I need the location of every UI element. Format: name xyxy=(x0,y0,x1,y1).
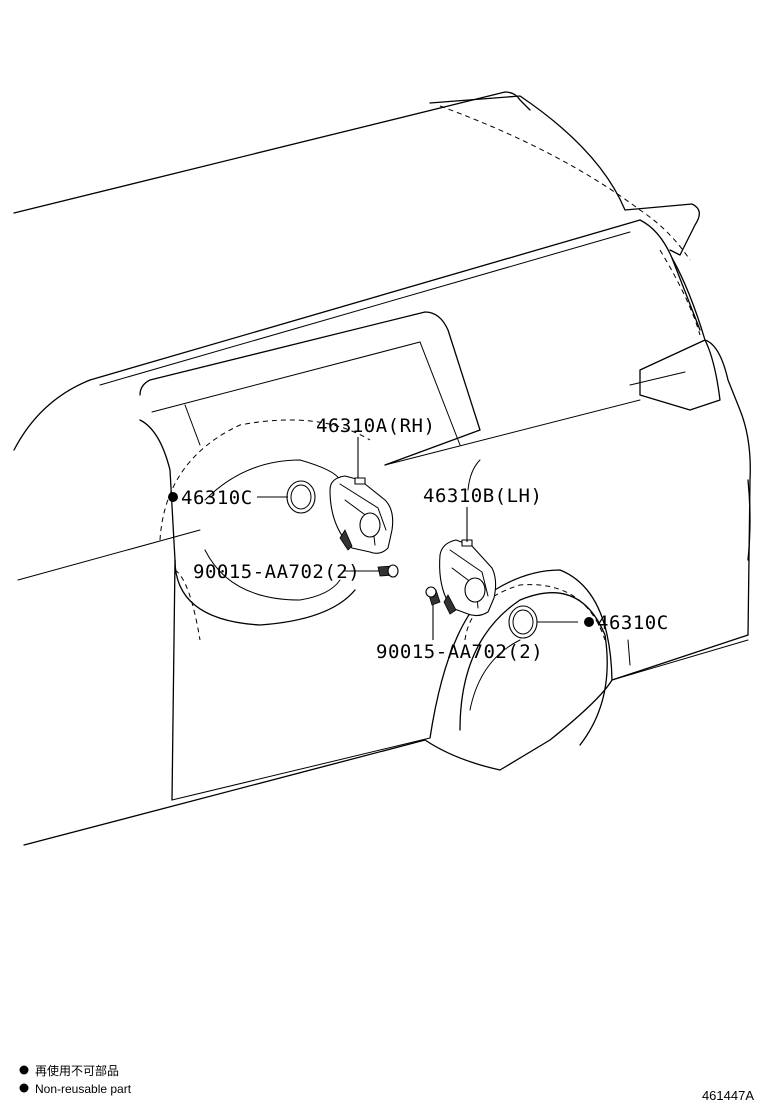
rear-pillar-dashed xyxy=(659,249,701,336)
lower-body-line xyxy=(171,737,431,801)
callout-bolt-upper: 90015-AA702(2) xyxy=(193,561,360,583)
left-wheel-well-lower xyxy=(204,549,341,601)
window-divider xyxy=(184,404,201,446)
roof-line xyxy=(13,91,531,214)
quarter-window-frame xyxy=(139,311,481,466)
bolt-upper xyxy=(377,564,399,578)
leader-lines xyxy=(257,437,578,640)
right-arch-inner xyxy=(467,459,481,491)
callout-seal-left: 46310C xyxy=(181,487,253,509)
callout-seal-right: 46310C xyxy=(597,612,669,634)
wheel-arch-dashed xyxy=(464,584,606,641)
legend-label-jp: 再使用不可部品 xyxy=(35,1063,119,1078)
quarter-window-inner xyxy=(151,341,461,446)
rear-corner xyxy=(747,479,751,561)
vehicle-body-outline xyxy=(13,91,751,846)
actuator-lh xyxy=(439,539,497,617)
non-reusable-marker-left xyxy=(168,492,178,502)
rear-door-edge xyxy=(139,419,176,801)
legend-marker-jp xyxy=(19,1065,29,1075)
rear-pillar xyxy=(671,257,751,636)
tail-lamp xyxy=(639,339,721,411)
non-reusable-marker-right xyxy=(584,617,594,627)
belt-line-inner xyxy=(99,231,631,386)
callout-bolt-lower: 90015-AA702(2) xyxy=(376,641,543,663)
left-wheel-well-dashed xyxy=(159,419,371,541)
bumper-line xyxy=(611,639,749,681)
callout-actuator-rh: 46310A(RH) xyxy=(316,415,435,437)
legend: 再使用不可部品 Non-reusable part xyxy=(19,1063,132,1096)
body-side-line xyxy=(17,529,201,581)
diagram-reference-number: 461447A xyxy=(702,1088,754,1103)
actuator-rh xyxy=(329,475,394,554)
door-upper-line xyxy=(384,399,641,466)
callout-actuator-lh: 46310B(LH) xyxy=(423,485,542,507)
bolt-lower xyxy=(425,586,441,606)
seal-left xyxy=(286,480,316,514)
legend-marker-en xyxy=(19,1083,29,1093)
tail-lamp-line xyxy=(629,371,686,386)
rear-wheel-outline xyxy=(459,592,608,746)
legend-label-en: Non-reusable part xyxy=(35,1082,132,1096)
belt-line xyxy=(13,219,701,451)
rocker-line xyxy=(23,634,749,846)
wheel-arch xyxy=(429,569,613,739)
rear-spoiler xyxy=(429,95,700,256)
left-wheel-well-inner xyxy=(204,459,341,501)
rear-wheel-inner xyxy=(469,639,521,711)
rear-door-dashed xyxy=(174,569,201,641)
bumper-edge xyxy=(627,639,631,666)
seal-right xyxy=(508,605,538,639)
spoiler-dashed-edge xyxy=(439,105,691,261)
left-wheel-well xyxy=(174,559,356,626)
